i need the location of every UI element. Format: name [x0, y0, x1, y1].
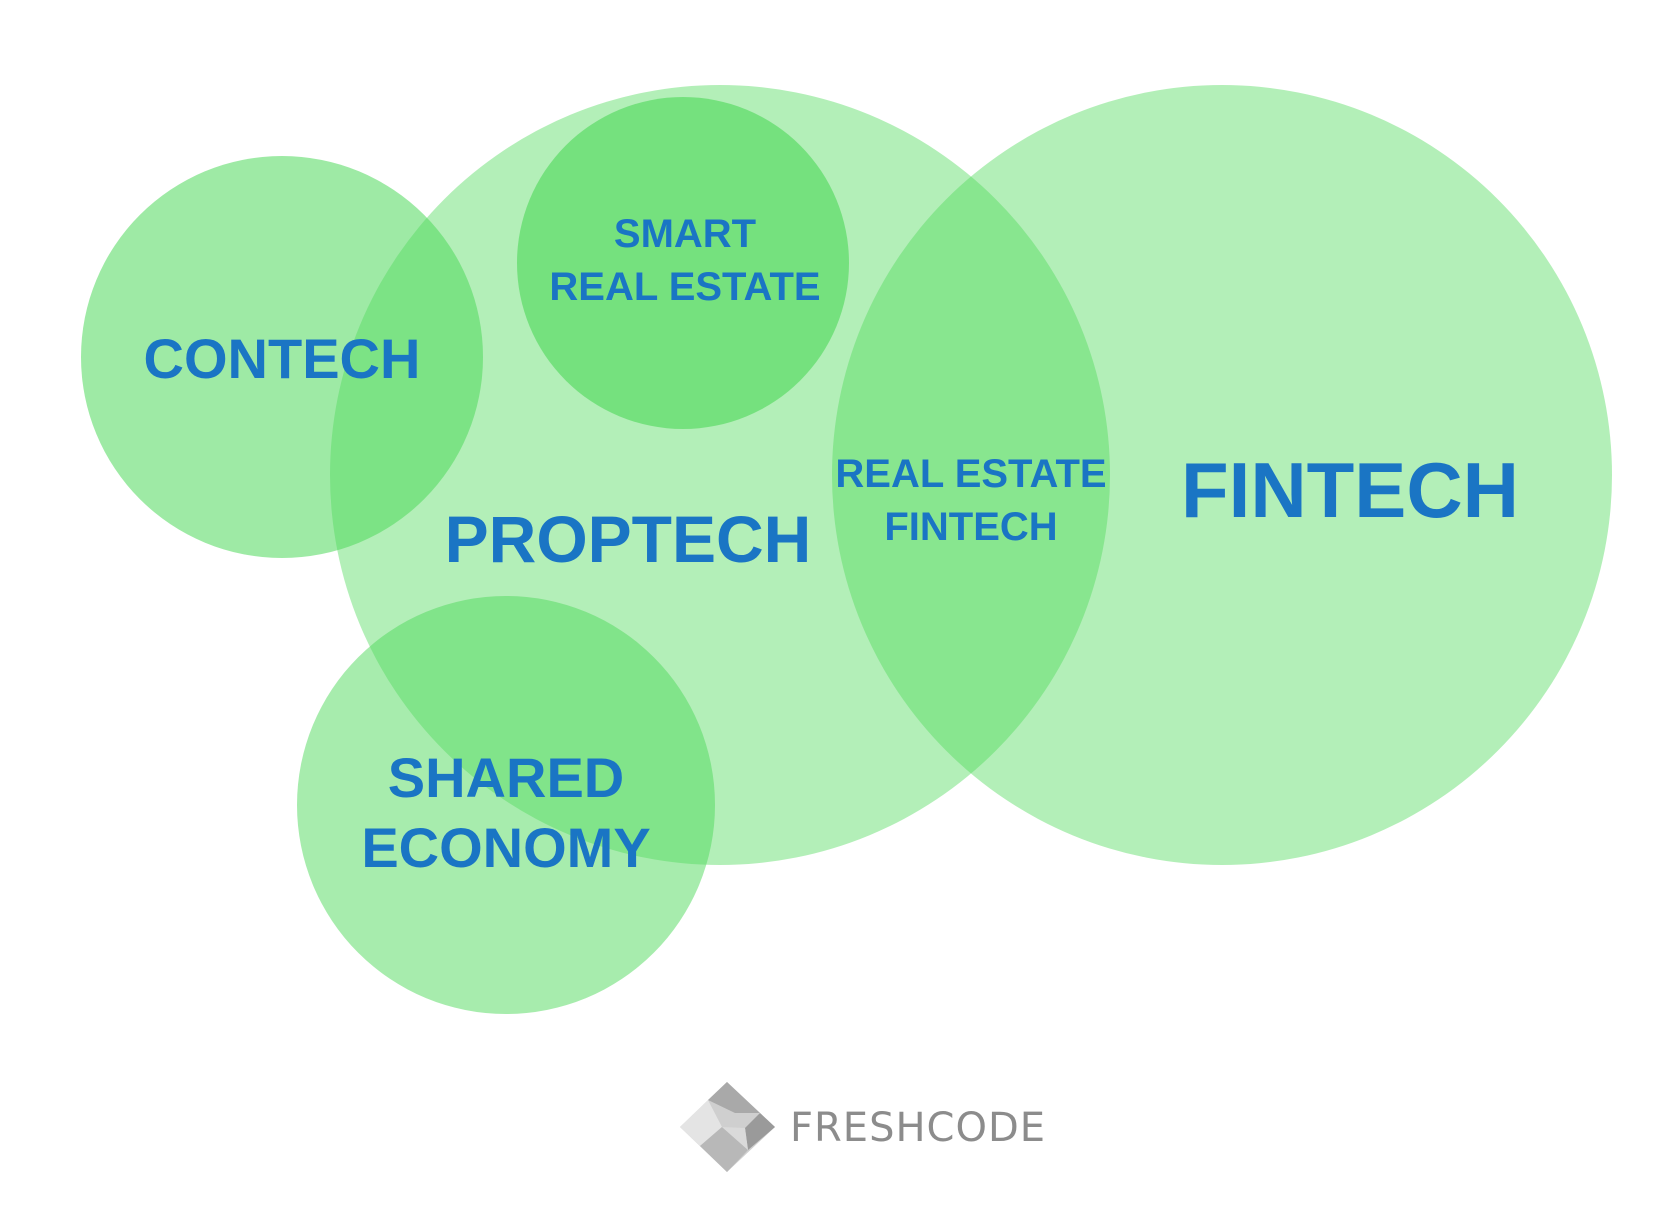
smart-real-estate-label-line1: SMART [614, 212, 756, 256]
shared-economy-label-line2: ECONOMY [361, 816, 650, 879]
smart-real-estate-label-line2: REAL ESTATE [549, 265, 820, 309]
proptech-label: PROPTECH [445, 502, 812, 576]
smart-real-estate-circle [517, 97, 849, 429]
freshcode-diamond-icon [680, 1082, 775, 1172]
freshcode-logo: FRESHCODE [680, 1082, 1046, 1172]
freshcode-logo-text: FRESHCODE [790, 1105, 1046, 1151]
real-estate-fintech-label-line2: FINTECH [884, 505, 1057, 549]
shared-economy-circle [297, 596, 715, 1014]
real-estate-fintech-label-line1: REAL ESTATE [835, 452, 1106, 496]
contech-circle [81, 156, 483, 558]
fintech-label: FINTECH [1181, 446, 1519, 534]
shared-economy-label-line1: SHARED [388, 746, 624, 809]
fintech-circle [832, 85, 1612, 865]
contech-label: CONTECH [144, 327, 421, 390]
